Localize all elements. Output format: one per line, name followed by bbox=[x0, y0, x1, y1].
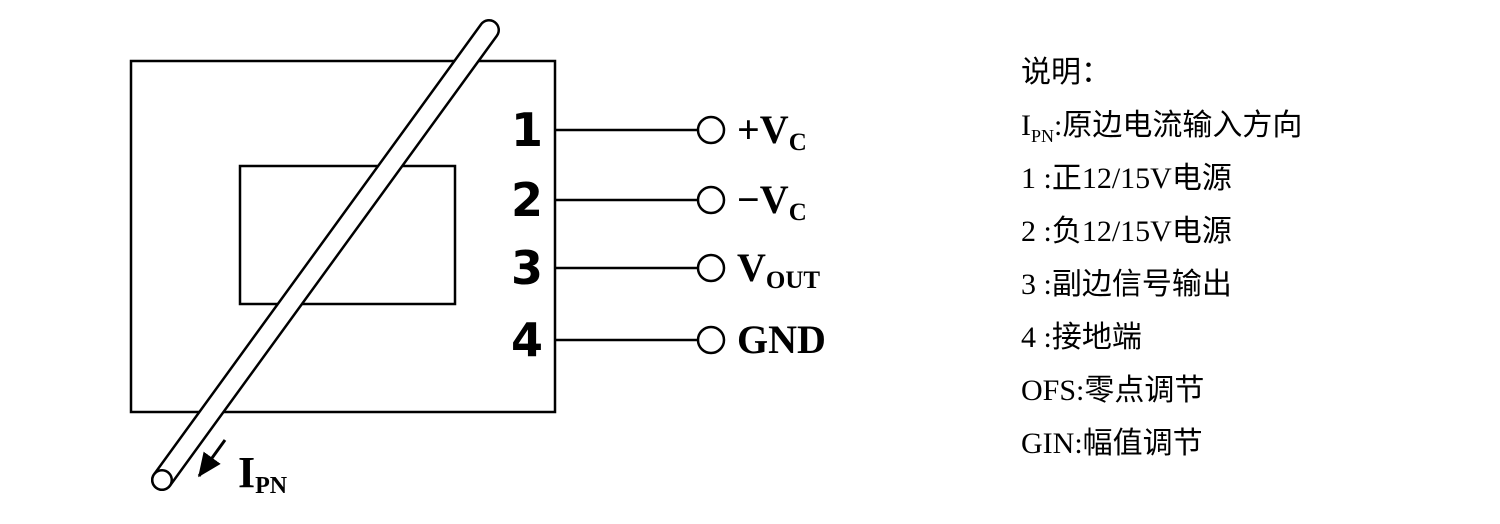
legend-term: OFS bbox=[1021, 374, 1077, 407]
pin-2-number: 2 bbox=[511, 173, 543, 227]
sensor-schematic: 1 +VC 2 −VC 3 VOUT 4 GND bbox=[129, 19, 826, 499]
pin-3-terminal bbox=[696, 253, 726, 283]
pin-3-number: 3 bbox=[511, 241, 543, 295]
pin-1-terminal bbox=[696, 115, 726, 145]
pin-3: 3 VOUT bbox=[511, 241, 820, 295]
legend-item-pin3: 3 :副边信号输出 bbox=[1021, 258, 1302, 311]
legend-term: 3 bbox=[1021, 268, 1036, 301]
pin-2-terminal bbox=[696, 185, 726, 215]
conductor-end-face bbox=[151, 469, 173, 491]
legend-term: GIN bbox=[1021, 427, 1075, 460]
legend-term: 4 bbox=[1021, 321, 1036, 354]
legend-desc: :零点调节 bbox=[1076, 374, 1205, 407]
legend-item-pin2: 2 :负12/15V电源 bbox=[1021, 205, 1302, 258]
legend-term: I bbox=[1021, 109, 1031, 142]
pin-4: 4 GND bbox=[511, 313, 826, 367]
legend-panel: 说明： IPN:原边电流输入方向 1 :正12/15V电源 2 :负12/15V… bbox=[1021, 46, 1302, 470]
legend-desc: :幅值调节 bbox=[1074, 427, 1203, 460]
pin-4-number: 4 bbox=[511, 313, 543, 367]
pin-4-label: GND bbox=[737, 317, 826, 362]
legend-item-ipn: IPN:原边电流输入方向 bbox=[1021, 99, 1302, 152]
sensor-body-outline bbox=[129, 59, 557, 414]
current-direction-arrow bbox=[197, 439, 227, 478]
pin-2: 2 −VC bbox=[511, 173, 807, 227]
legend-desc: :副边信号输出 bbox=[1036, 268, 1232, 301]
legend-desc: :原边电流输入方向 bbox=[1054, 109, 1303, 142]
pin-2-label: −VC bbox=[737, 177, 807, 226]
pin-3-label: VOUT bbox=[737, 245, 820, 294]
current-label: IPN bbox=[238, 448, 288, 499]
legend-desc: :正12/15V电源 bbox=[1036, 162, 1232, 195]
legend-title: 说明： bbox=[1021, 56, 1111, 89]
legend-item-gin: GIN:幅值调节 bbox=[1021, 417, 1302, 470]
pin-4-terminal bbox=[696, 325, 726, 355]
legend-desc: :负12/15V电源 bbox=[1036, 215, 1232, 248]
sensor-aperture bbox=[238, 164, 457, 306]
legend-term: 2 bbox=[1021, 215, 1036, 248]
conductor-fill bbox=[153, 21, 498, 489]
primary-conductor bbox=[151, 19, 500, 491]
pin-1-number: 1 bbox=[511, 103, 543, 157]
legend-term: 1 bbox=[1021, 162, 1036, 195]
legend-item-pin1: 1 :正12/15V电源 bbox=[1021, 152, 1302, 205]
legend-item-ofs: OFS:零点调节 bbox=[1021, 364, 1302, 417]
legend-item-pin4: 4 :接地端 bbox=[1021, 311, 1302, 364]
pin-1-label: +VC bbox=[737, 107, 807, 156]
legend-term-sub: PN bbox=[1031, 126, 1055, 146]
pin-1: 1 +VC bbox=[511, 103, 807, 157]
legend-desc: :接地端 bbox=[1036, 321, 1142, 354]
